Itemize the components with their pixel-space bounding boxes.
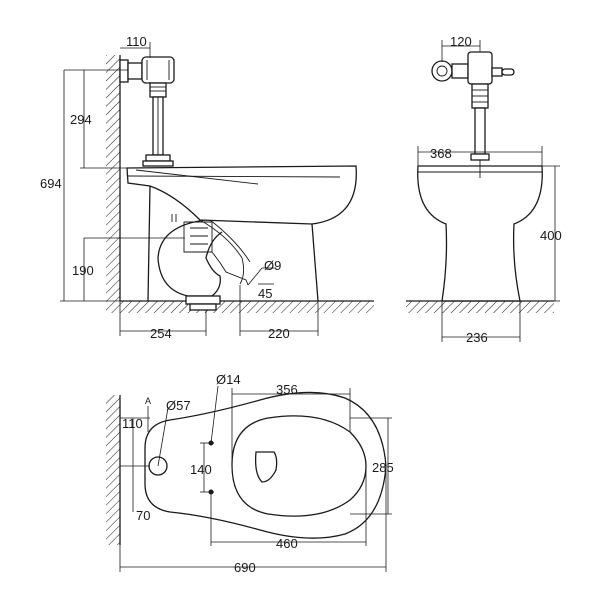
top-view: A 110 Ø57 Ø14 356 140 285 70 460 690 — [106, 372, 394, 575]
top-dimensions — [119, 385, 392, 572]
top-marker-a: A — [145, 396, 151, 406]
top-dim-bowl-depth: 285 — [372, 460, 394, 475]
top-bowl-opening — [231, 415, 367, 517]
side-dim-inlet-45: 45 — [258, 286, 272, 301]
top-dim-bolt-dia: Ø14 — [216, 372, 241, 387]
front-flush-valve — [431, 51, 515, 161]
side-dim-front-extension: 220 — [268, 326, 290, 341]
front-view: 120 368 400 236 — [406, 34, 562, 345]
front-dimensions — [417, 40, 560, 342]
top-dim-wall-70: 70 — [136, 508, 150, 523]
front-floor-hatch — [406, 301, 554, 313]
side-dim-inlet-dia: Ø9 — [264, 258, 281, 273]
front-dim-rim-width: 368 — [430, 146, 452, 161]
top-dim-wall-110: 110 — [122, 416, 143, 431]
side-dimensions — [60, 42, 319, 336]
top-drain — [254, 451, 278, 483]
side-dim-flush-height: 294 — [70, 112, 92, 127]
side-bowl — [126, 165, 357, 311]
side-flush-valve — [119, 56, 175, 167]
front-dim-base-width: 236 — [466, 330, 488, 345]
front-dim-valve-offset: 120 — [450, 34, 472, 49]
front-bowl — [417, 160, 543, 302]
front-dim-rim-height: 400 — [540, 228, 562, 243]
top-dim-bowl-length: 460 — [276, 536, 298, 551]
top-dim-hole-dia: Ø57 — [166, 398, 191, 413]
top-dim-total-length: 690 — [234, 560, 256, 575]
side-dim-outlet-from-wall: 254 — [150, 326, 172, 341]
side-wall-hatch — [106, 55, 120, 301]
top-dim-bolt-spacing: 140 — [190, 462, 212, 477]
top-dim-opening-width: 356 — [276, 382, 298, 397]
side-view: 110 294 694 190 Ø9 45 254 220 — [40, 34, 374, 341]
side-dim-outlet-height: 190 — [72, 263, 94, 278]
top-wall-hatch — [106, 395, 120, 545]
side-dim-total-height: 694 — [40, 176, 62, 191]
side-dim-flush-offset: 110 — [126, 34, 147, 49]
